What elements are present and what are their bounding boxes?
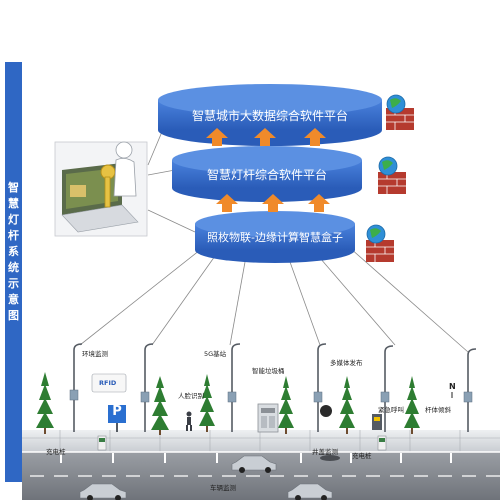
label-smart-trash: 智能垃圾桶 [252, 367, 285, 375]
layer-disk-2 [172, 146, 362, 202]
label-env-monitor: 环境监测 [82, 350, 108, 358]
up-arrow [308, 194, 330, 212]
car [231, 455, 277, 473]
pole-device [380, 391, 390, 403]
parking-sign [108, 405, 126, 432]
pole-device [69, 389, 79, 401]
connector-line [289, 261, 321, 346]
rfid-reader [91, 373, 127, 393]
label-charging-pile-2: 充电桩 [352, 452, 372, 460]
label-rfid: RFID [99, 379, 117, 387]
light-pole [144, 343, 154, 432]
tree [36, 372, 54, 434]
media-speaker [320, 405, 332, 417]
smart-trash-bin [257, 403, 279, 433]
parking-sign-letter: P [112, 404, 122, 419]
charging-pile [377, 435, 387, 451]
connector-line [147, 209, 196, 233]
light-pole [231, 343, 241, 432]
pole-device [140, 391, 150, 403]
up-arrow [206, 128, 228, 146]
sidebar-band [5, 62, 22, 482]
pedestrian [186, 411, 192, 431]
connector-line [79, 249, 201, 346]
connector-line [319, 257, 396, 346]
firewall-icon-3 [366, 224, 394, 262]
layer-label-3: 照枚物联-边缘计算智慧盒子 [207, 231, 343, 244]
label-emergency-call: 紧急呼叫 [378, 406, 404, 414]
car [287, 483, 333, 500]
tree [151, 376, 169, 435]
up-arrow [304, 128, 326, 146]
connector-line [229, 261, 246, 346]
tree [404, 376, 420, 434]
pole-device [463, 391, 473, 403]
light-pole [467, 348, 477, 432]
label-vehicle-monitor: 车辆监测 [210, 484, 236, 492]
layer-label-2: 智慧灯杆综合软件平台 [206, 168, 327, 182]
parking-stripes [60, 453, 452, 463]
connector-line [151, 255, 216, 346]
up-arrow [254, 128, 276, 146]
light-pole [384, 345, 394, 432]
pole-device [227, 391, 237, 403]
layer-disk-3 [195, 211, 355, 263]
charging-pile [97, 435, 107, 451]
tree [199, 374, 215, 432]
manhole-cover [320, 455, 340, 461]
firewall-icon-1 [386, 94, 414, 130]
tree [339, 376, 355, 434]
connector-line [147, 169, 176, 176]
label-5g-base-station: 5G基站 [204, 350, 227, 358]
car [79, 483, 127, 500]
label-tilt-sensor: 杆体倾斜 [425, 406, 451, 414]
emergency-call-box [372, 414, 382, 430]
up-arrow [262, 194, 284, 212]
label-media-release: 多媒体发布 [330, 359, 363, 367]
upward-arrows [206, 128, 330, 212]
sidewalk [22, 430, 500, 452]
pole-device [313, 391, 323, 403]
tree [278, 376, 294, 434]
label-charging-pile-1: 充电桩 [46, 448, 66, 456]
layer-label-1: 智慧城市大数据综合软件平台 [191, 109, 348, 123]
light-pole [73, 343, 83, 432]
label-face-recognition: 人脸识别 [178, 392, 204, 400]
label-manhole-monitor: 井盖监测 [312, 448, 338, 456]
up-arrow [216, 194, 238, 212]
layer-disk-1 [158, 84, 382, 146]
firewall-icon-2 [378, 156, 406, 194]
user-terminal-illustration [54, 141, 148, 237]
diagram-title: 智慧灯杆系统示意图 [8, 181, 19, 322]
connector-line [349, 247, 469, 353]
light-pole [317, 343, 327, 432]
compass-letter: N [449, 382, 456, 391]
